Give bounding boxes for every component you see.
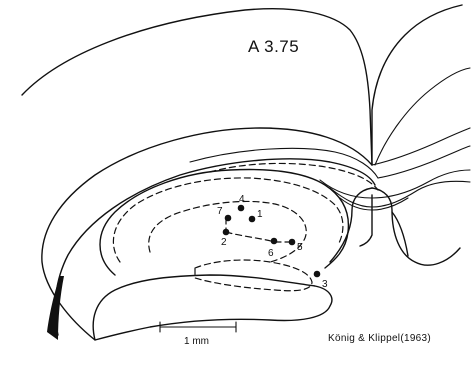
cortex-dashed-contour: [210, 163, 378, 190]
site-3-label: 3: [322, 279, 328, 290]
cortical-band-outer: [42, 128, 372, 340]
midline-lower: [360, 195, 372, 246]
site-4-label: 4: [239, 194, 245, 205]
basal-lobe-contour: [93, 275, 332, 340]
right-cortical-band: [372, 128, 470, 165]
scale-bar: 1 mm: [160, 322, 236, 347]
right-hemisphere-contour: [372, 5, 462, 165]
site-2-dot: [223, 229, 230, 236]
site-5-dot: [289, 239, 296, 246]
site-1-label: 1: [257, 209, 263, 220]
ventricle-right-curve: [372, 188, 460, 265]
site-7-dot: [225, 215, 232, 222]
source-credit: König & Klippel(1963): [328, 333, 431, 344]
site-5-label: 5: [297, 242, 303, 253]
striatum-outer-contour: [100, 170, 348, 275]
site-6-label: 6: [268, 248, 274, 259]
section-label: A 3.75: [248, 37, 299, 56]
site-4-dot: [238, 205, 245, 212]
right-hemisphere-inner-edge: [375, 68, 470, 165]
cortex-outer-contour: [22, 9, 372, 165]
site-3-dot: [314, 271, 321, 278]
site-6-dot: [271, 238, 278, 245]
track-line: [226, 218, 292, 242]
scale-bar-label: 1 mm: [184, 336, 209, 347]
site-1-dot: [249, 216, 256, 223]
site-7-label: 7: [217, 206, 223, 217]
ventricle-left-curve: [330, 188, 372, 262]
right-cortical-band-2: [378, 146, 470, 178]
site-2-label: 2: [221, 237, 227, 248]
fornix-loop: [340, 198, 408, 210]
